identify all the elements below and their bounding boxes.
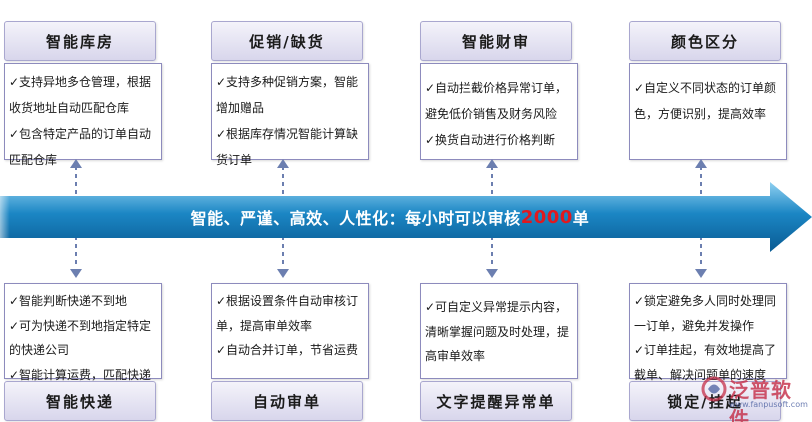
feature-item: ✓可为快递不到地指定特定的快递公司 <box>9 318 152 358</box>
feature-title-text-alert: 文字提醒异常单 <box>420 381 572 421</box>
feature-item: ✓包含特定产品的订单自动匹配仓库 <box>9 127 152 167</box>
feature-box-smart-finance: ✓自动拦截价格异常订单，避免低价销售及财务风险 ✓换货自动进行价格判断 <box>420 63 578 160</box>
logo-name: 泛普软件 <box>729 378 792 422</box>
feature-title-smart-finance: 智能财审 <box>420 21 572 61</box>
arrow-up-icon <box>277 159 289 168</box>
feature-box-smart-express: ✓智能判断快递不到地 ✓可为快递不到地指定特定的快递公司 ✓智能计算运费，匹配快… <box>4 283 162 382</box>
feature-item: ✓可自定义异常提示内容，清晰掌握问题及时处理，提高审单效率 <box>425 300 570 363</box>
arrow-down-icon <box>486 269 498 278</box>
dashed-connector <box>282 166 284 194</box>
feature-box-lock-suspend: ✓锁定避免多人同时处理同一订单，避免并发操作 ✓订单挂起，有效地提高了截单、解决… <box>629 283 787 382</box>
dashed-connector <box>700 166 702 194</box>
arrow-down-icon <box>695 269 707 278</box>
feature-box-text-alert: ✓可自定义异常提示内容，清晰掌握问题及时处理，提高审单效率 <box>420 283 578 379</box>
feature-box-smart-warehouse: ✓支持异地多仓管理，根据收货地址自动匹配仓库 ✓包含特定产品的订单自动匹配仓库 <box>4 63 162 167</box>
dashed-connector <box>491 166 493 194</box>
feature-item: ✓支持多种促销方案，智能增加赠品 <box>216 75 359 115</box>
feature-title-promotion: 促销/缺货 <box>211 21 363 61</box>
feature-item: ✓根据设置条件自动审核订单，提高审单效率 <box>216 294 359 333</box>
dashed-connector <box>75 236 77 268</box>
feature-title-auto-review: 自动审单 <box>211 381 363 421</box>
logo-icon <box>701 376 727 402</box>
arrow-up-icon <box>70 159 82 168</box>
band-highlight-number: 2000 <box>520 206 573 228</box>
feature-item: ✓自定义不同状态的订单颜色，方便识别，提高效率 <box>634 81 777 121</box>
feature-item: ✓自动拦截价格异常订单，避免低价销售及财务风险 <box>425 81 568 121</box>
dashed-connector <box>491 236 493 268</box>
feature-item: ✓智能计算运费，匹配快递 <box>9 367 152 382</box>
dashed-connector <box>282 236 284 268</box>
dashed-connector <box>75 166 77 194</box>
timeline-arrow-band: 智能、严谨、高效、人性化：每小时可以审核 2000 单 <box>0 182 812 252</box>
logo-url: www.fanpusoft.com <box>729 400 808 409</box>
feature-item: ✓锁定避免多人同时处理同一订单，避免并发操作 <box>634 294 777 333</box>
band-suffix: 单 <box>572 209 590 228</box>
feature-box-promotion: ✓支持多种促销方案，智能增加赠品 ✓根据库存情况智能计算缺货订单 <box>211 63 369 167</box>
band-text: 智能、严谨、高效、人性化：每小时可以审核 <box>190 209 521 228</box>
feature-item: ✓换货自动进行价格判断 <box>425 133 556 147</box>
feature-box-color-coding: ✓自定义不同状态的订单颜色，方便识别，提高效率 <box>629 63 787 160</box>
feature-item: ✓支持异地多仓管理，根据收货地址自动匹配仓库 <box>9 75 152 115</box>
feature-title-smart-express: 智能快递 <box>4 381 156 421</box>
feature-title-lock-suspend: 锁定/挂起 <box>629 381 781 421</box>
feature-box-auto-review: ✓根据设置条件自动审核订单，提高审单效率 ✓自动合并订单，节省运费 <box>211 283 369 379</box>
feature-title-color-coding: 颜色区分 <box>629 21 781 61</box>
arrow-up-icon <box>486 159 498 168</box>
arrow-band-icon <box>0 182 812 252</box>
feature-item: ✓自动合并订单，节省运费 <box>216 343 359 357</box>
feature-title-smart-warehouse: 智能库房 <box>4 21 156 61</box>
feature-item: ✓订单挂起，有效地提高了截单、解决问题单的速度 <box>634 343 777 382</box>
dashed-connector <box>700 236 702 268</box>
arrow-down-icon <box>277 269 289 278</box>
watermark-logo: 泛普软件 www.fanpusoft.com <box>701 372 809 422</box>
feature-item: ✓智能判断快递不到地 <box>9 294 128 308</box>
arrow-up-icon <box>695 159 707 168</box>
band-slogan: 智能、严谨、高效、人性化：每小时可以审核 2000 单 <box>0 196 780 238</box>
feature-item: ✓根据库存情况智能计算缺货订单 <box>216 127 359 167</box>
arrow-down-icon <box>70 269 82 278</box>
